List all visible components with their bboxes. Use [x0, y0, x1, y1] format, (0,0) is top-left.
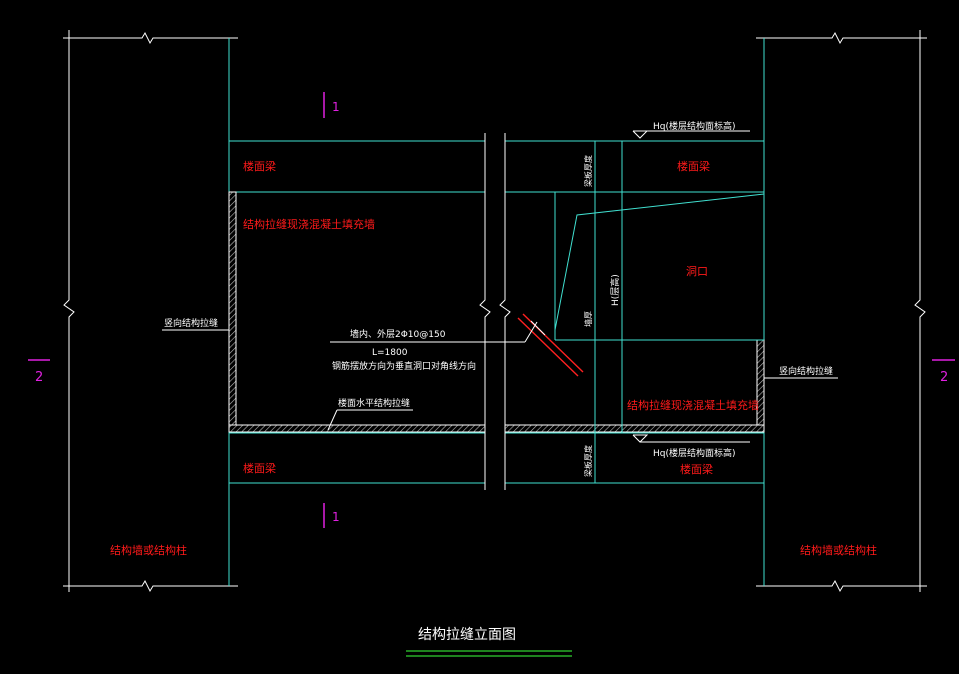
opening-outline [554, 140, 765, 483]
right-column [756, 30, 927, 593]
horizontal-joint-hatch-left [228, 424, 486, 433]
beam-top-right-label: 楼面梁 [677, 159, 710, 173]
vertical-joint-right-label: 竖向结构拉缝 [779, 365, 833, 377]
section-mark-2-left: 2 [35, 370, 43, 385]
infill-left-label: 结构拉缝现浇混凝土填充墙 [243, 217, 375, 231]
infill-right-label: 结构拉缝现浇混凝土填充墙 [627, 398, 759, 412]
rebar-direction: 钢筋摆放方向为垂直洞口对角线方向 [332, 360, 476, 372]
section-mark-1-bottom: 1 [332, 510, 340, 524]
column-left-label: 结构墙或结构柱 [110, 543, 187, 557]
elevation-top-label: Hq(楼层结构面标高) [653, 120, 736, 132]
beam-lines [229, 140, 764, 484]
story-height-label: H(层高) [609, 274, 621, 306]
rebar-length: L=1800 [372, 348, 408, 358]
column-right-label: 结构墙或结构柱 [800, 543, 877, 557]
wall-thickness-label: 墙厚 [583, 311, 593, 327]
horizontal-joint-hatch-right [504, 424, 765, 433]
vertical-joint-right-hatch [756, 339, 765, 426]
elevation-markers [632, 130, 750, 443]
rebar-note: 墙内、外层2Φ10@150 [350, 328, 446, 340]
beam-bottom-left-label: 楼面梁 [243, 461, 276, 475]
break-lines [479, 133, 511, 490]
vertical-joint-left-label: 竖向结构拉缝 [164, 317, 218, 329]
beam-depth-bottom-label: 梁板厚度 [583, 445, 593, 477]
leader-lines [162, 321, 838, 431]
title-underline [406, 650, 572, 657]
beam-top-left-label: 楼面梁 [243, 159, 276, 173]
diagonal-rebars [517, 313, 584, 377]
vertical-joint-left-hatch [228, 191, 237, 426]
drawing-title: 结构拉缝立面图 [418, 627, 516, 643]
beam-depth-top-label: 梁板厚度 [583, 155, 593, 187]
beam-bottom-right-label: 楼面梁 [680, 462, 713, 476]
opening-label: 洞口 [686, 265, 708, 278]
section-mark-2-right: 2 [940, 370, 948, 385]
section-markers [28, 92, 955, 528]
elevation-bottom-label: Hq(楼层结构面标高) [653, 447, 736, 459]
section-mark-1-top: 1 [332, 100, 340, 114]
horizontal-joint-label: 楼面水平结构拉缝 [338, 397, 410, 409]
left-column [63, 30, 238, 593]
